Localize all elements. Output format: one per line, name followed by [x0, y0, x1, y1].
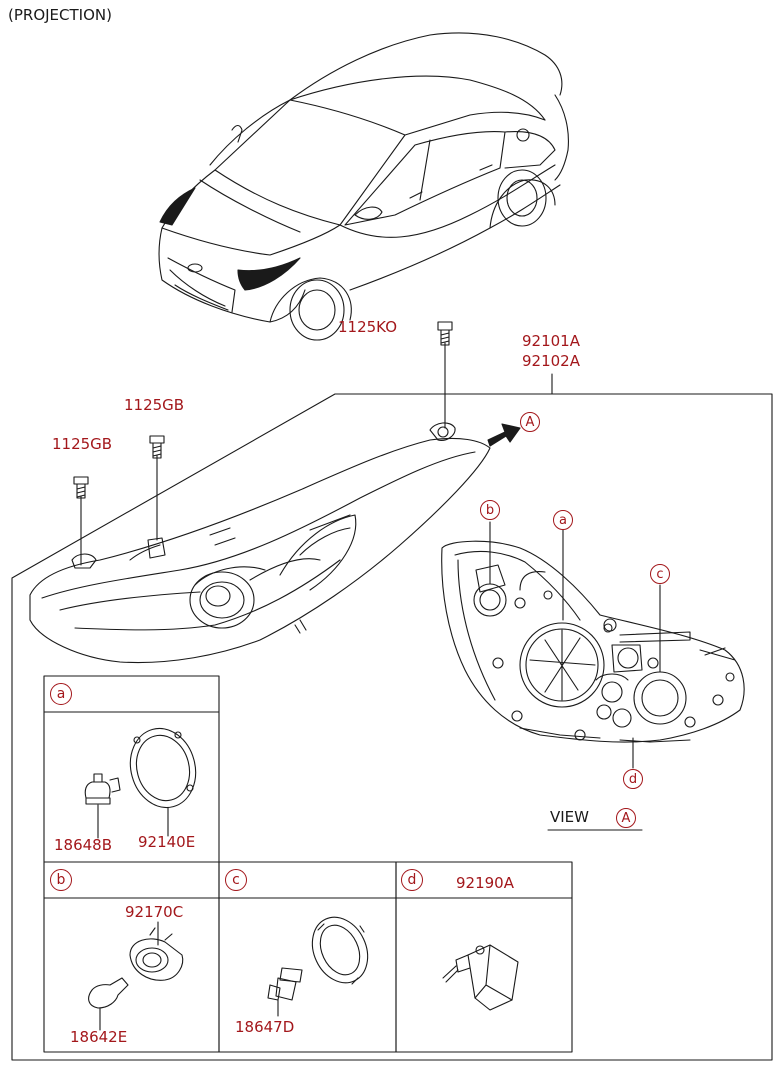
callout-1125gb-upper[interactable]: 1125GB: [124, 396, 185, 414]
part-18642e[interactable]: 18642E: [70, 1028, 128, 1046]
rear-callout-a[interactable]: a: [553, 510, 573, 530]
rear-callout-c[interactable]: c: [650, 564, 670, 584]
rear-callout-b[interactable]: b: [480, 500, 500, 520]
headlamp-rear-view: [441, 540, 745, 743]
callout-92102a[interactable]: 92102A: [522, 352, 580, 370]
bolt-1125ko: [437, 321, 453, 346]
lock-ring: [311, 916, 369, 985]
socket-92170c: [129, 927, 184, 981]
callout-92101a[interactable]: 92101A: [522, 332, 580, 350]
headlamp-assembly: [29, 422, 491, 664]
detail-d-marker: d: [401, 869, 423, 891]
part-18648b[interactable]: 18648B: [54, 836, 113, 854]
projection-title: (PROJECTION): [8, 6, 112, 24]
detail-box-b: [43, 861, 220, 1053]
bolt-1125gb-lower: [73, 476, 89, 499]
actuator-92190a: [442, 944, 519, 1011]
bulb-18642e: [88, 977, 129, 1009]
bulb-18647d: [267, 967, 303, 1001]
detail-box-d: [395, 861, 573, 1053]
bulb-18648b: [84, 773, 121, 805]
bolt-1125gb-upper: [149, 435, 165, 459]
callout-1125gb-lower[interactable]: 1125GB: [52, 435, 113, 453]
assembly-frame: [11, 393, 773, 1061]
view-a-arrow: [487, 423, 521, 447]
rear-callout-d[interactable]: d: [623, 769, 643, 789]
cover-92140e: [129, 727, 197, 809]
detail-b-marker: b: [50, 869, 72, 891]
car-illustration: [158, 32, 569, 341]
callout-1125ko[interactable]: 1125KO: [338, 318, 397, 336]
view-label-marker: A: [616, 808, 636, 828]
part-18647d[interactable]: 18647D: [235, 1018, 295, 1036]
view-label: VIEW: [550, 808, 589, 826]
detail-a-marker: a: [50, 683, 72, 705]
view-a-marker[interactable]: A: [520, 412, 540, 432]
part-92170c[interactable]: 92170C: [125, 903, 184, 921]
detail-c-marker: c: [225, 869, 247, 891]
part-92140e[interactable]: 92140E: [138, 833, 196, 851]
part-92190a[interactable]: 92190A: [456, 874, 514, 892]
